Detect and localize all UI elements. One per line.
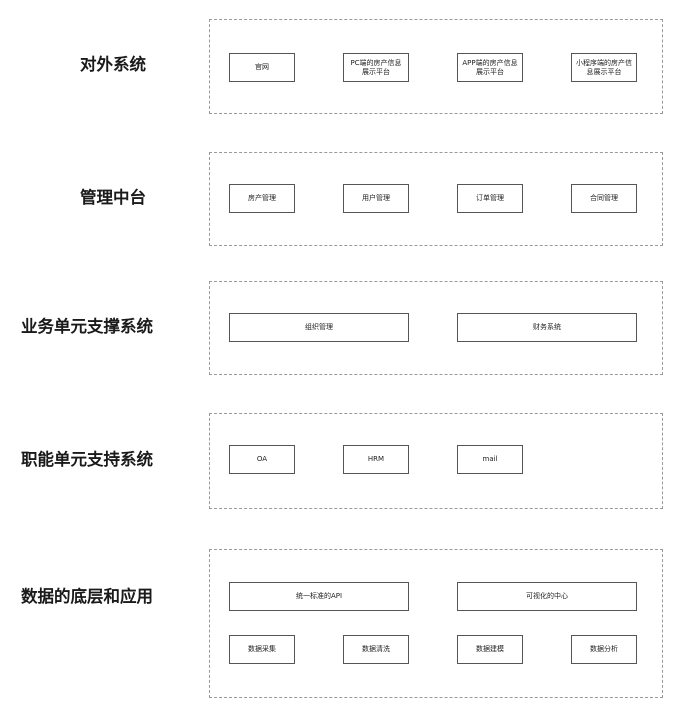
node-hrm: HRM xyxy=(343,445,409,474)
layer-label-external-systems: 对外系统 xyxy=(80,55,146,74)
layer-management-platform: 房产管理 用户管理 订单管理 合同管理 xyxy=(209,152,663,246)
node-official-site: 官网 xyxy=(229,53,295,82)
node-visualization-center: 可视化的中心 xyxy=(457,582,637,611)
node-miniprogram-platform: 小程序端的房产信息展示平台 xyxy=(571,53,637,82)
node-data-cleaning: 数据清洗 xyxy=(343,635,409,664)
layer-label-functional-support: 职能单元支持系统 xyxy=(21,450,153,469)
node-data-analysis: 数据分析 xyxy=(571,635,637,664)
layer-label-business-support: 业务单元支撑系统 xyxy=(21,317,153,336)
node-finance-system: 财务系统 xyxy=(457,313,637,342)
node-data-modeling: 数据建模 xyxy=(457,635,523,664)
node-organization-management: 组织管理 xyxy=(229,313,409,342)
layer-label-management-platform: 管理中台 xyxy=(80,188,146,207)
layer-data-foundation: 统一标准的API 可视化的中心 数据采集 数据清洗 数据建模 数据分析 xyxy=(209,549,663,698)
node-oa: OA xyxy=(229,445,295,474)
node-property-management: 房产管理 xyxy=(229,184,295,213)
layer-business-support: 组织管理 财务系统 xyxy=(209,281,663,375)
node-unified-api: 统一标准的API xyxy=(229,582,409,611)
node-app-platform: APP端的房产信息展示平台 xyxy=(457,53,523,82)
layer-label-data-foundation: 数据的底层和应用 xyxy=(21,587,153,606)
layer-functional-support: OA HRM mail xyxy=(209,413,663,509)
node-order-management: 订单管理 xyxy=(457,184,523,213)
layer-external-systems: 官网 PC端的房产信息展示平台 APP端的房产信息展示平台 小程序端的房产信息展… xyxy=(209,19,663,114)
node-contract-management: 合同管理 xyxy=(571,184,637,213)
node-pc-platform: PC端的房产信息展示平台 xyxy=(343,53,409,82)
node-user-management: 用户管理 xyxy=(343,184,409,213)
node-mail: mail xyxy=(457,445,523,474)
node-data-collection: 数据采集 xyxy=(229,635,295,664)
